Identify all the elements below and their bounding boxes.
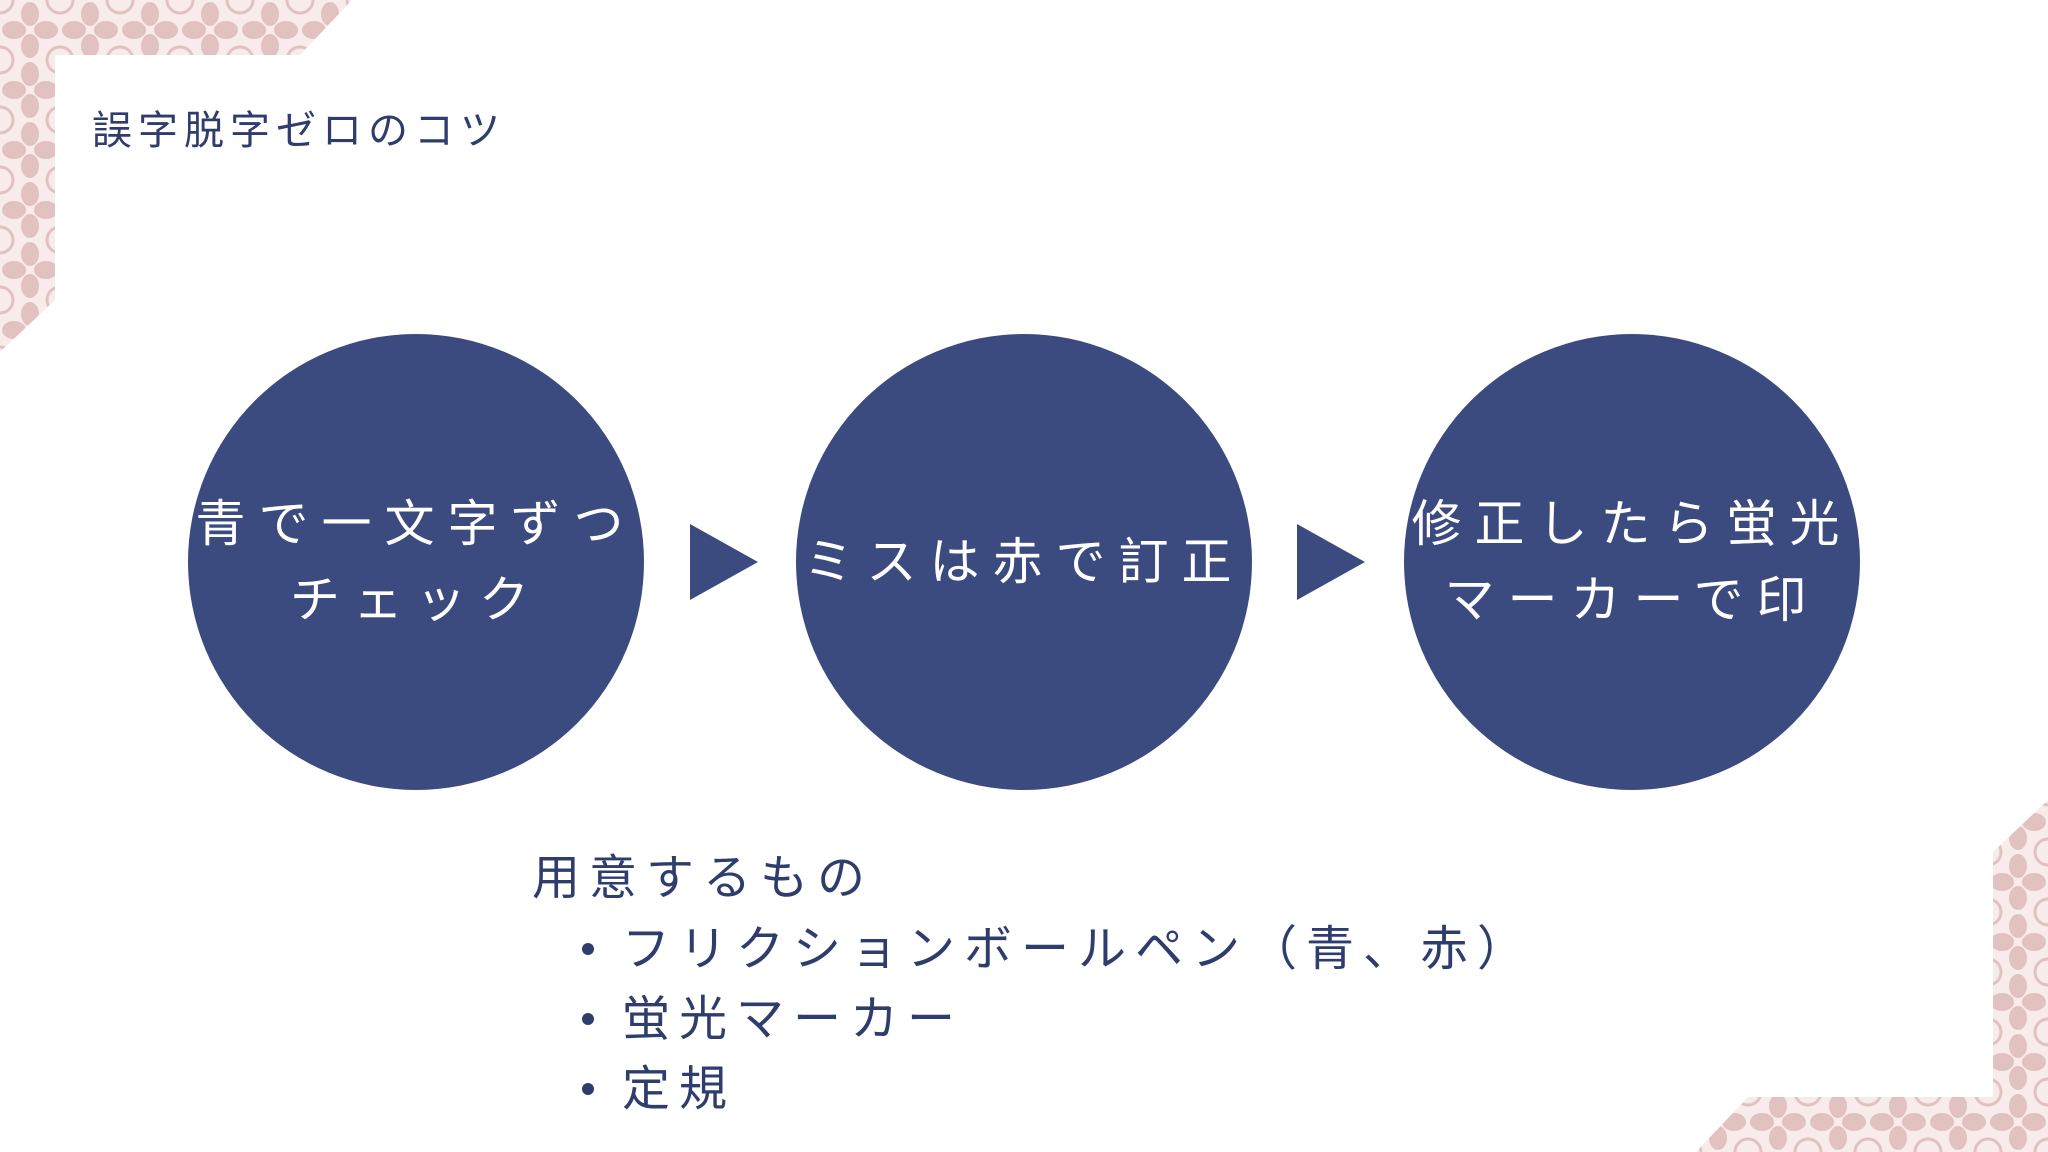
arrow-right-icon [1297, 524, 1365, 600]
step-1-line-2: チェック [290, 562, 542, 638]
decorative-pattern-top-left [0, 0, 360, 360]
list-item-label: 定規 [622, 1061, 736, 1117]
step-1-line-1: 青で一文字ずつ [196, 486, 637, 562]
supplies-heading: 用意するもの [532, 842, 1534, 914]
list-item-label: フリクションボールペン（青、赤） [622, 921, 1534, 977]
step-3-line-1: 修正したら蛍光 [1412, 486, 1853, 562]
arrow-right-icon [690, 524, 758, 600]
floral-pattern-icon [0, 0, 360, 360]
decorative-pattern-bottom-right [1688, 792, 2048, 1152]
step-circle-2: ミスは赤で訂正 [796, 334, 1252, 790]
list-item: 定規 [582, 1054, 1534, 1124]
list-item: フリクションボールペン（青、赤） [582, 914, 1534, 984]
step-2-line-1: ミスは赤で訂正 [804, 524, 1245, 600]
list-item: 蛍光マーカー [582, 984, 1534, 1054]
bullet-icon [582, 1013, 594, 1025]
slide-title: 誤字脱字ゼロのコツ [92, 98, 506, 156]
supplies-list: フリクションボールペン（青、赤） 蛍光マーカー 定規 [532, 914, 1534, 1124]
supplies-section: 用意するもの フリクションボールペン（青、赤） 蛍光マーカー 定規 [532, 842, 1534, 1124]
step-3-line-2: マーカーで印 [1445, 562, 1820, 638]
list-item-label: 蛍光マーカー [622, 991, 964, 1047]
step-circle-1: 青で一文字ずつ チェック [188, 334, 644, 790]
step-circle-3: 修正したら蛍光 マーカーで印 [1404, 334, 1860, 790]
bullet-icon [582, 1083, 594, 1095]
floral-pattern-icon [1688, 792, 2048, 1152]
bullet-icon [582, 943, 594, 955]
